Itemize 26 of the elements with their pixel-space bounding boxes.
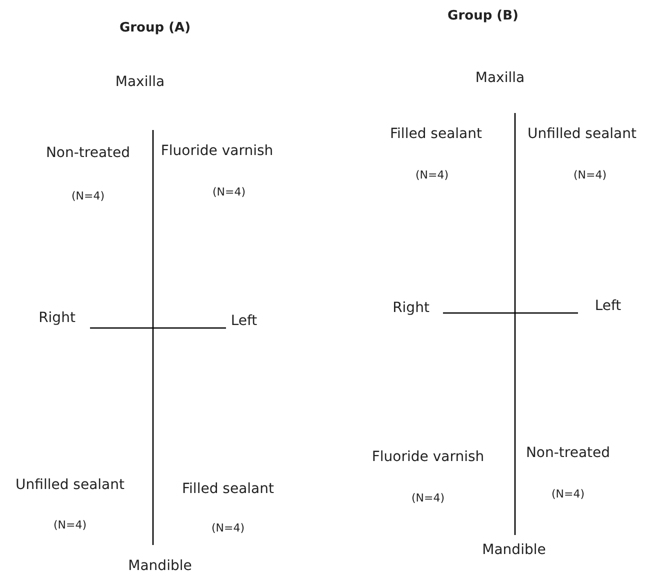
jaw-label: Maxilla	[475, 70, 525, 86]
treatment-label: Unfilled sealant	[16, 477, 124, 493]
treatment-label: Fluoride varnish	[160, 143, 274, 159]
side-label: Left	[594, 298, 622, 314]
sample-size: (N=4)	[573, 168, 607, 182]
treatment-label: Fluoride varnish	[372, 449, 484, 465]
jaw-label: Maxilla	[115, 74, 165, 90]
sample-size: (N=4)	[212, 186, 246, 198]
group-heading: Group (A)	[119, 20, 191, 36]
treatment-label: Filled sealant	[182, 481, 274, 497]
treatment-label: Unfilled sealant	[528, 126, 636, 142]
sample-size: (N=4)	[211, 522, 245, 534]
sample-size: (N=4)	[415, 168, 449, 182]
sample-size: (N=4)	[411, 492, 445, 504]
side-label: Right	[38, 310, 76, 326]
jaw-label: Mandible	[128, 558, 192, 574]
side-label: Right	[392, 300, 430, 316]
treatment-label: Non-treated	[46, 145, 130, 161]
treatment-label: Non-treated	[526, 445, 610, 461]
sample-size: (N=4)	[71, 190, 105, 202]
sample-size: (N=4)	[53, 518, 87, 532]
side-label: Left	[230, 313, 258, 329]
sample-size: (N=4)	[551, 488, 585, 500]
jaw-label: Mandible	[482, 542, 546, 558]
group-heading: Group (B)	[448, 8, 518, 24]
treatment-label: Filled sealant	[390, 126, 482, 142]
